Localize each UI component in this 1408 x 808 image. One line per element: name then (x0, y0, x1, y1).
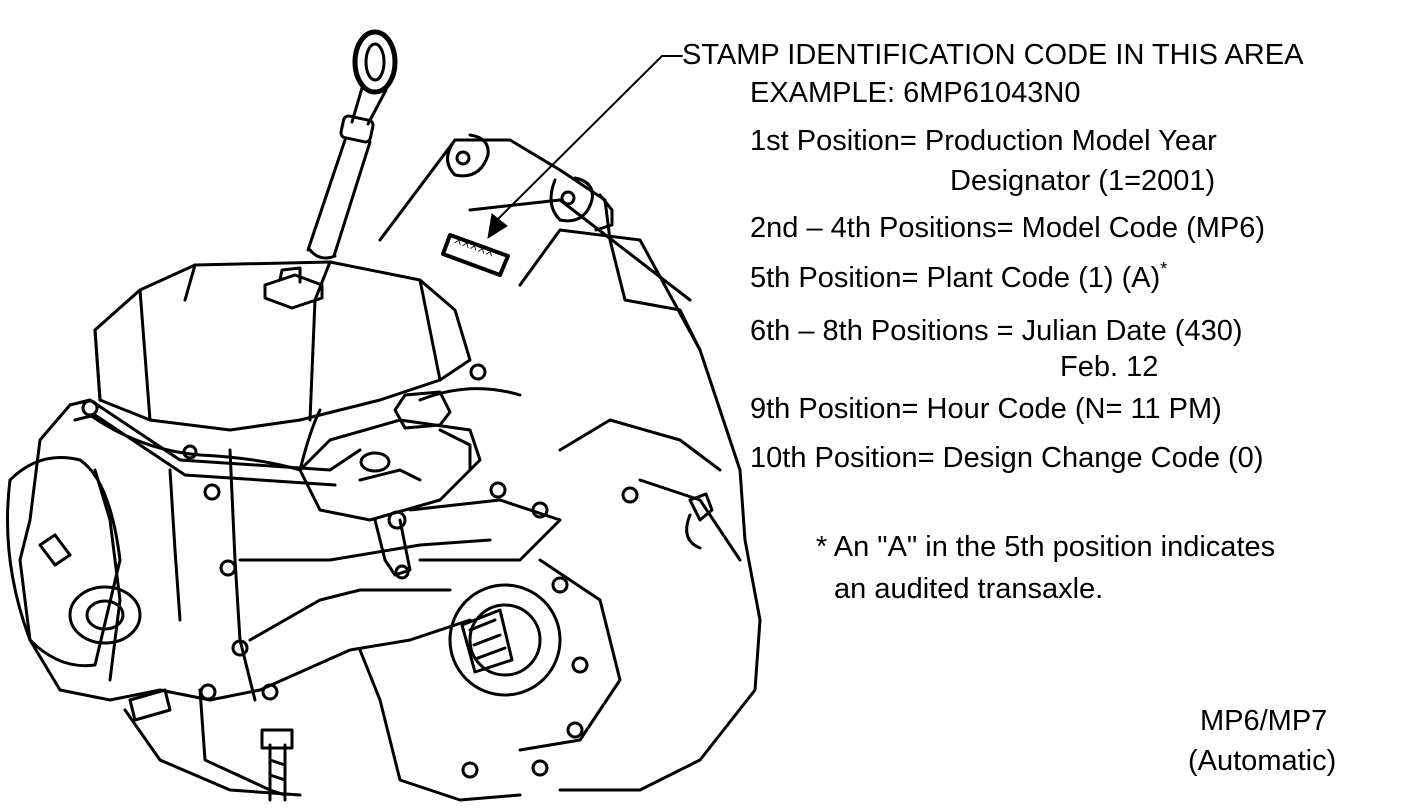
position-9-label: 9th Position= (750, 393, 919, 425)
position-5-value: Plant Code (1) (A) (926, 262, 1161, 294)
position-1-value: Production Model Year (924, 125, 1217, 157)
position-10-value: Design Change Code (0) (942, 442, 1264, 474)
position-6-8-row: 6th – 8th Positions = Julian Date (430) (750, 314, 1243, 348)
stamp-area-callout: STAMP IDENTIFICATION CODE IN THIS AREA (682, 39, 1304, 71)
wiring-harness (88, 387, 522, 472)
model-type: (Automatic) (1188, 745, 1337, 777)
position-5-row: 5th Position= Plant Code (1) (A)* (750, 259, 1168, 295)
position-1-label: 1st Position= (750, 125, 917, 157)
position-10-label: 10th Position= (750, 442, 935, 474)
stamp-plate (441, 233, 510, 277)
footnote-text-1: An "A" in the 5th position indicates (833, 531, 1276, 563)
footnote-line-1: * An "A" in the 5th position indicates (816, 530, 1275, 564)
position-2-4-label: 2nd – 4th Positions= (750, 212, 1014, 244)
position-5-label: 5th Position= (750, 262, 919, 294)
stamp-leader-arrowhead (487, 213, 508, 240)
position-2-4-row: 2nd – 4th Positions= Model Code (MP6) (750, 211, 1265, 245)
position-2-4-value: Model Code (MP6) (1021, 212, 1266, 244)
position-6-8-continuation: Feb. 12 (1060, 351, 1159, 383)
right-axle-output (448, 558, 622, 752)
range-switch (298, 390, 562, 580)
position-9-row: 9th Position= Hour Code (N= 11 PM) (750, 392, 1222, 426)
footnote-marker: * (816, 531, 828, 563)
position-5-footnote-marker: * (1160, 259, 1168, 279)
case-bolts (81, 363, 639, 779)
position-6-8-label: 6th – 8th Positions = (750, 315, 1014, 347)
transaxle-case (6, 403, 522, 802)
stamp-plate-marks: XXXXX (453, 234, 496, 260)
bell-housing (378, 133, 762, 792)
position-10-row: 10th Position= Design Change Code (0) (750, 441, 1263, 475)
position-9-value: Hour Code (N= 11 PM) (926, 393, 1222, 425)
model-name: MP6/MP7 (1200, 705, 1328, 737)
drain-plug (260, 728, 294, 802)
left-axle-seal (38, 533, 142, 645)
position-6-8-value: Julian Date (430) (1021, 315, 1243, 347)
dipstick (306, 29, 398, 260)
position-1-row: 1st Position= Production Model Year (750, 124, 1217, 158)
position-1-continuation: Designator (1=2001) (950, 165, 1216, 197)
valve-body-cover (68, 260, 472, 487)
stamp-leader-line (496, 55, 683, 221)
code-example: EXAMPLE: 6MP61043N0 (750, 77, 1081, 109)
footnote-line-2: an audited transaxle. (834, 573, 1104, 605)
